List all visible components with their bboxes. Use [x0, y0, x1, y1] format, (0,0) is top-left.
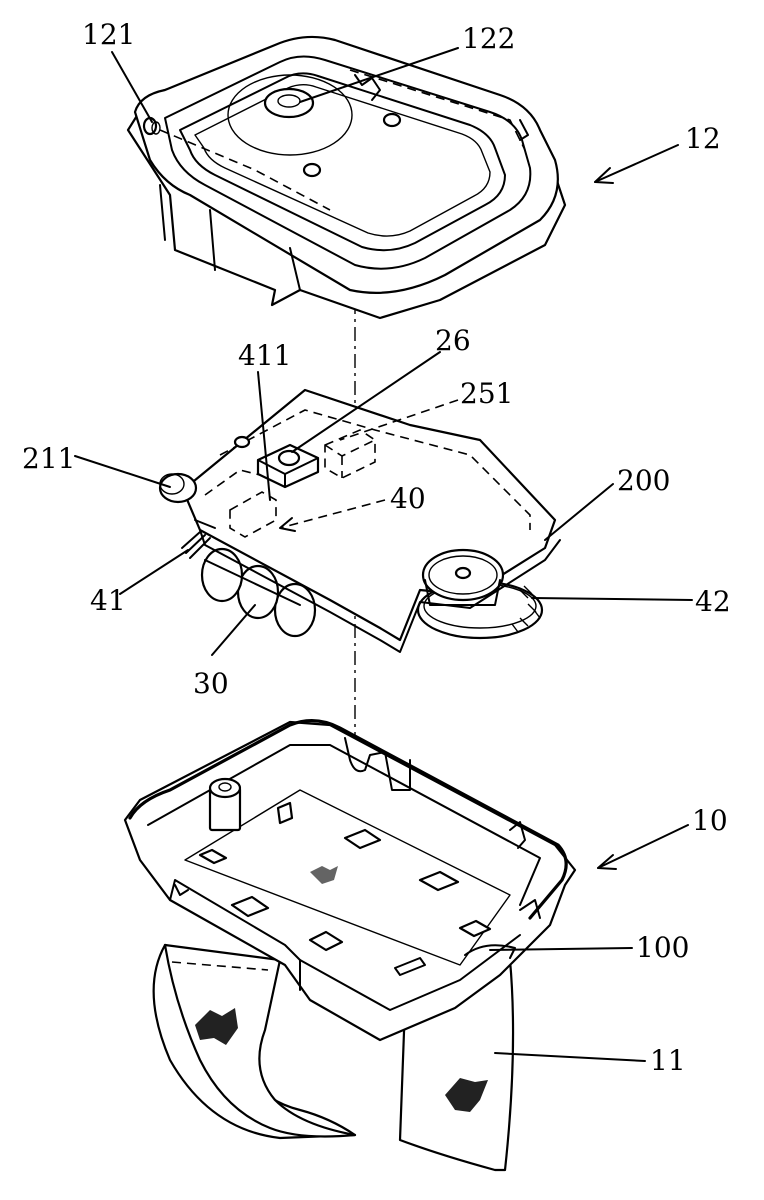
- cover-12: [126, 35, 567, 320]
- leader-11: [494, 1052, 646, 1062]
- leader-100: [489, 947, 633, 951]
- label-100: 100: [636, 931, 689, 964]
- label-30: 30: [193, 667, 229, 700]
- label-42: 42: [695, 585, 731, 618]
- leader-211: [74, 455, 171, 488]
- leader-122: [299, 47, 459, 103]
- board-assembly-200: [158, 388, 561, 653]
- label-122: 122: [462, 22, 515, 55]
- label-121: 121: [82, 18, 135, 51]
- leader-12-arrow: [594, 167, 614, 184]
- label-251: 251: [460, 377, 513, 410]
- leader-200: [544, 483, 614, 541]
- label-200: 200: [617, 464, 670, 497]
- leader-12: [594, 144, 679, 183]
- label-411: 411: [238, 339, 291, 372]
- leader-411: [257, 371, 271, 501]
- label-11: 11: [650, 1044, 686, 1077]
- base-10: [123, 719, 577, 1172]
- label-40: 40: [390, 482, 426, 515]
- label-41: 41: [90, 584, 126, 617]
- leader-30: [211, 604, 256, 656]
- leader-41: [119, 549, 189, 595]
- leader-26: [291, 351, 441, 453]
- leader-42: [531, 597, 693, 601]
- leader-121: [111, 51, 153, 123]
- leader-40-arrow: [279, 517, 296, 532]
- label-26: 26: [435, 324, 471, 357]
- leader-251: [339, 399, 459, 441]
- leader-10: [597, 824, 689, 869]
- label-211: 211: [22, 442, 75, 475]
- label-12: 12: [685, 122, 721, 155]
- reference-labels: 121 122 12 411 26 251 211 40 200 41 42 3…: [22, 18, 731, 1077]
- leader-lines: [74, 47, 693, 1062]
- leader-10-arrow: [597, 854, 617, 870]
- label-10: 10: [692, 804, 728, 837]
- leader-40: [279, 499, 386, 529]
